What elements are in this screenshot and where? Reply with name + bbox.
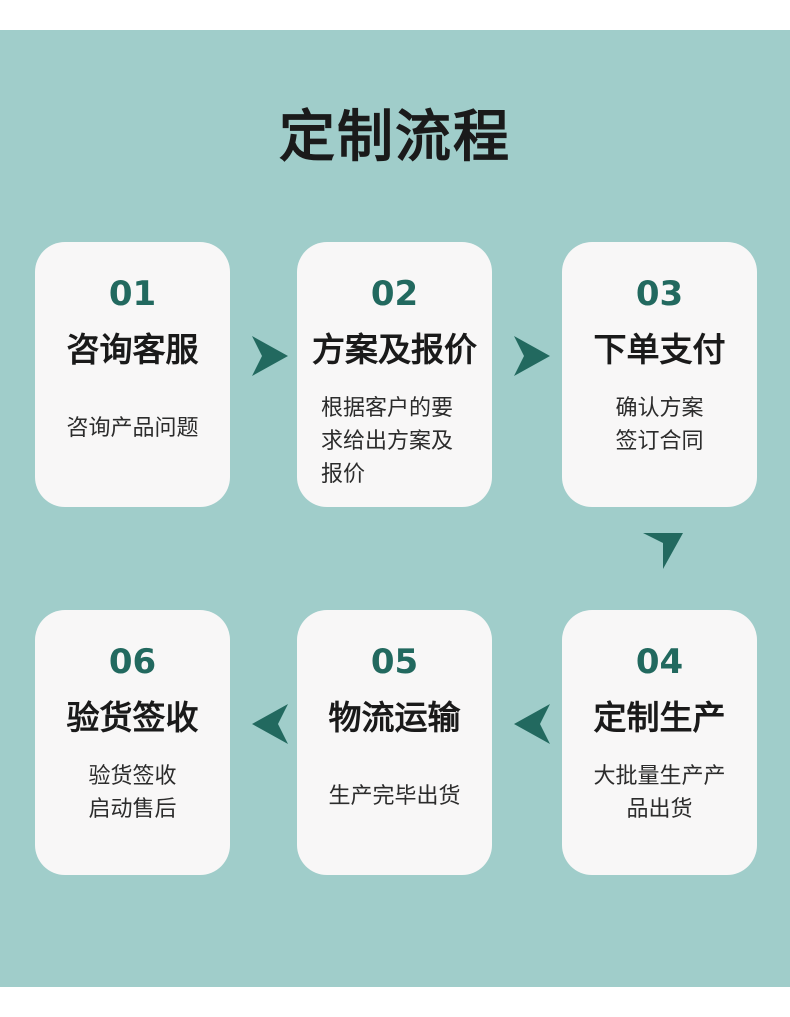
step-description-line: 签订合同 — [615, 429, 704, 454]
step-description-line: 启动售后 — [88, 797, 177, 822]
arrow-right-icon — [514, 336, 550, 376]
step-number: 05 — [370, 642, 419, 682]
step-description: 验货签收 启动售后 — [35, 760, 230, 826]
arrow-down-icon — [643, 533, 683, 569]
step-description: 大批量生产产 品出货 — [562, 760, 757, 826]
arrow-left-icon — [252, 704, 288, 744]
step-name: 物流运输 — [328, 698, 461, 737]
step-description-line: 验货签收 — [88, 764, 177, 789]
step-card-01: 01 咨询客服 咨询产品问题 — [35, 242, 230, 507]
step-number: 04 — [635, 642, 684, 682]
step-number: 06 — [108, 642, 157, 682]
step-card-06: 06 验货签收 验货签收 启动售后 — [35, 610, 230, 875]
arrow-right-icon — [252, 336, 288, 376]
step-description-line: 品出货 — [626, 797, 693, 822]
step-card-02: 02 方案及报价 根据客户的要 求给出方案及 报价 — [297, 242, 492, 507]
step-description: 咨询产品问题 — [66, 416, 199, 441]
step-name: 下单支付 — [593, 330, 726, 369]
step-number: 03 — [635, 274, 684, 314]
step-description: 确认方案 签订合同 — [562, 392, 757, 458]
step-description-line: 确认方案 — [615, 396, 704, 421]
step-description-line: 求给出方案及 — [321, 429, 454, 454]
step-description-line: 根据客户的要 — [321, 396, 454, 421]
step-name: 定制生产 — [593, 698, 726, 737]
step-card-05: 05 物流运输 生产完毕出货 — [297, 610, 492, 875]
step-name: 咨询客服 — [66, 330, 199, 369]
arrow-left-icon — [514, 704, 550, 744]
step-description-line: 大批量生产产 — [593, 764, 726, 789]
step-description: 生产完毕出货 — [328, 784, 461, 809]
step-description: 根据客户的要 求给出方案及 报价 — [321, 392, 471, 491]
step-card-03: 03 下单支付 确认方案 签订合同 — [562, 242, 757, 507]
step-number: 01 — [108, 274, 157, 314]
step-name: 验货签收 — [66, 698, 199, 737]
step-name: 方案及报价 — [312, 330, 477, 369]
step-number: 02 — [370, 274, 419, 314]
step-card-04: 04 定制生产 大批量生产产 品出货 — [562, 610, 757, 875]
step-description-line: 报价 — [321, 462, 366, 487]
page-title: 定制流程 — [279, 105, 511, 170]
